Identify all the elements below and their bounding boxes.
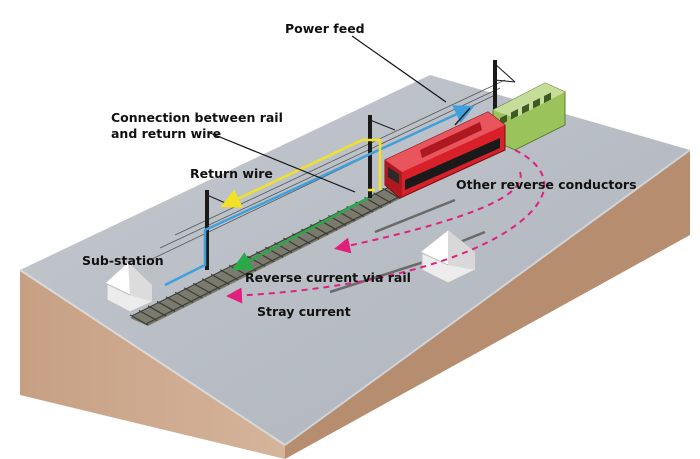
- track-sleeper: [373, 192, 392, 204]
- coach-window: [533, 98, 540, 109]
- label-other-reverse-conductors: Other reverse conductors: [456, 177, 637, 192]
- track-sleeper: [274, 242, 293, 254]
- track-sleeper: [201, 278, 221, 290]
- coach-window: [511, 109, 518, 120]
- track-sleeper: [210, 273, 230, 285]
- ground-slab: [19, 75, 691, 459]
- power-feed-wire: [164, 105, 475, 287]
- return-wire-line: [220, 138, 382, 208]
- track-sleeper: [129, 314, 149, 326]
- label-stray-current: Stray current: [257, 304, 351, 319]
- slab-edge: [19, 269, 286, 446]
- coach-window: [522, 103, 529, 114]
- track-sleeper: [156, 300, 176, 312]
- track-sleeper: [183, 287, 203, 299]
- locomotive-icon: [384, 107, 506, 199]
- label-leader-lines: [209, 35, 447, 193]
- track-sleeper: [147, 305, 167, 317]
- track-sleeper: [138, 309, 158, 322]
- track-sleeper: [219, 269, 239, 281]
- label-connection-line2: and return wire: [111, 126, 221, 141]
- coach-window: [544, 92, 551, 103]
- track-sleeper: [165, 296, 185, 308]
- slab-front: [20, 270, 285, 459]
- track-sleeper: [265, 246, 284, 258]
- stray-current-path: [226, 149, 546, 304]
- slab-side: [285, 150, 690, 459]
- label-reverse-current-via-rail: Reverse current via rail: [245, 270, 411, 285]
- label-sub-station: Sub-station: [82, 253, 164, 268]
- slab-top: [20, 75, 690, 445]
- rail-current-line: [231, 194, 373, 271]
- label-connection-line1: Connection between rail: [111, 110, 283, 125]
- slab-edge-right: [284, 149, 691, 446]
- track-sleeper: [382, 187, 401, 199]
- substation-house-icon: [104, 261, 153, 313]
- substation-house-icon-right: [419, 229, 476, 284]
- diagram-labels: Power feed Connection between rail and r…: [82, 21, 637, 319]
- track-sleeper: [283, 237, 302, 249]
- track-sleeper: [192, 282, 212, 294]
- track-sleeper: [174, 291, 194, 303]
- track-sleeper: [256, 251, 275, 263]
- label-power-feed: Power feed: [285, 21, 365, 36]
- label-return-wire: Return wire: [190, 166, 273, 181]
